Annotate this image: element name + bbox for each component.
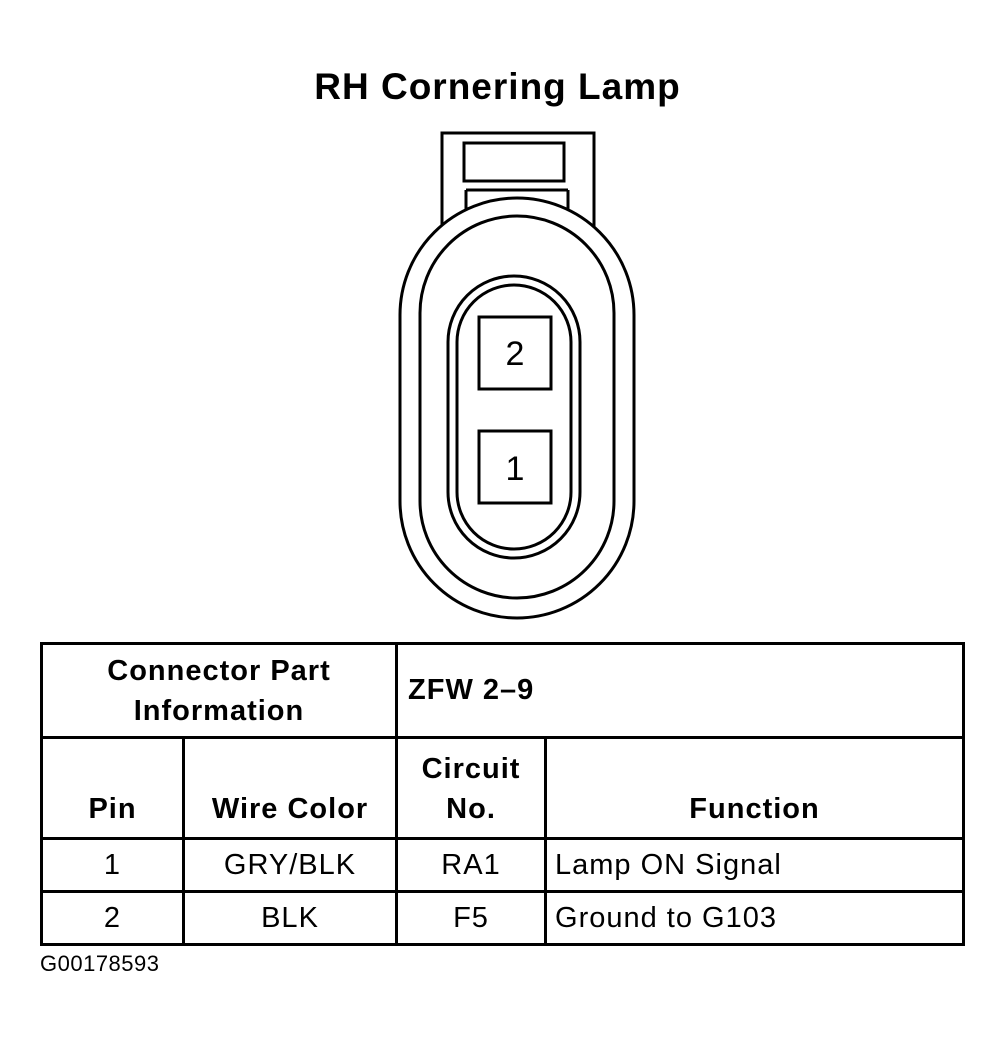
cell-circuit: RA1 [395,837,548,893]
cell-circuit: F5 [395,890,548,946]
header-wire-color: Wire Color [181,736,399,840]
cell-wire-color: BLK [181,890,399,946]
header-function: Function [544,736,966,840]
locking-tab-slot [462,141,566,183]
table-row: 2 BLK F5 Ground to G103 [40,890,966,946]
pin-2-label: 2 [506,335,525,373]
pin-1-label: 1 [506,450,525,488]
connector-info-label: Connector Part Information [39,642,399,739]
header-circuit-line2: No. [446,793,496,825]
connector-info-label-line1: Connector Part [107,654,331,687]
connector-part-number: ZFW 2–9 [395,642,966,739]
connector-info-row: Connector Part Information ZFW 2–9 [39,642,966,739]
diagram-title: RH Cornering Lamp [314,66,681,107]
pinout-table: Connector Part Information ZFW 2–9 Pin W… [39,642,966,946]
header-circuit-line1: Circuit [421,753,521,785]
cell-pin: 2 [40,890,185,946]
connector-housing-ring [418,214,616,600]
pin-cavity-outer [446,274,582,560]
pin-cavity-inner [455,283,573,551]
cell-pin: 1 [40,837,185,893]
table-row: 1 GRY/BLK RA1 Lamp ON Signal [40,837,966,893]
header-circuit: Circuit No. [395,736,548,840]
pin-2-box [477,315,553,391]
cell-wire-color: GRY/BLK [181,837,399,893]
pin-1-box [477,429,553,505]
connector-face-diagram: 2 1 [398,131,636,620]
figure-id: G00178593 [40,951,160,976]
cell-function: Lamp ON Signal [544,837,966,893]
connector-info-label-line2: Information [133,694,305,727]
table-header-row: Pin Wire Color Circuit No. Function [40,736,966,840]
cell-function: Ground to G103 [544,890,966,946]
header-pin: Pin [40,736,185,840]
